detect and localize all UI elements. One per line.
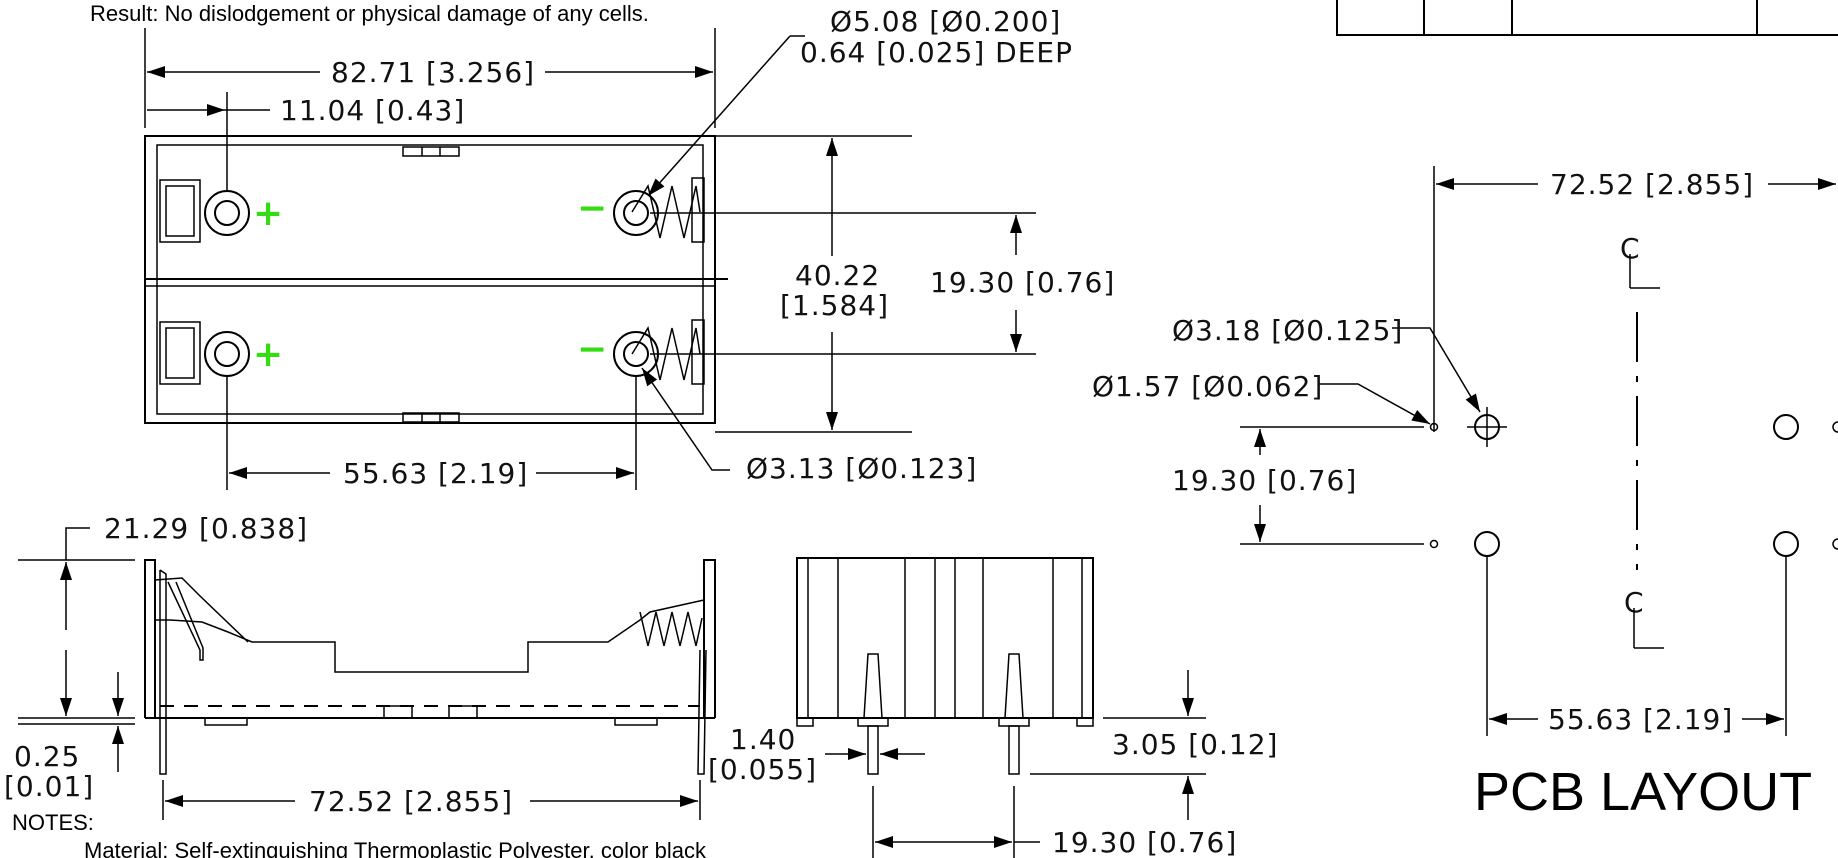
notes-material: Material: Self-extinguishing Thermoplast… [84, 838, 707, 858]
height-dimension [18, 527, 135, 719]
terminal-offset-dimension [147, 92, 270, 190]
base-thickness-mm-label: 0.25 [14, 740, 80, 773]
positive-mark-lower: + [253, 334, 283, 375]
negative-mark-upper: − [577, 188, 607, 229]
overall-length-dimension [144, 28, 716, 128]
pcb-layout-title: PCB LAYOUT [1474, 762, 1812, 822]
cell-pitch-dimension [650, 212, 1036, 355]
row-pitch-label: 19.30 [0.76] [1172, 464, 1357, 497]
pcb-layout-holes [1429, 407, 1838, 557]
hole-span-dimension [1433, 166, 1836, 432]
small-hole-label: Ø1.57 [Ø0.062] [1092, 370, 1323, 403]
svg-text:C: C [1620, 232, 1641, 265]
title-block-fragment [1336, 0, 1838, 36]
large-hole-label: Ø3.18 [Ø0.125] [1172, 314, 1403, 347]
pad-spacing-dimension [1486, 556, 1787, 736]
pin-width-mm-label: 1.40 [730, 723, 796, 756]
pcb-centreline: C C [1620, 232, 1664, 649]
pin-projection-label: 3.05 [0.12] [1112, 728, 1278, 761]
positive-mark-upper: + [253, 193, 283, 234]
large-hole-leader [1392, 327, 1481, 413]
top-view-springs [631, 184, 701, 381]
end-view-outline [796, 557, 1094, 775]
overall-width-in-label: [1.584] [780, 289, 889, 322]
pad-spacing-label: 55.63 [2.19] [1548, 703, 1733, 736]
base-thickness-dimension [18, 672, 135, 772]
pin-projection-dimension [1030, 670, 1206, 820]
terminal-offset-label: 11.04 [0.43] [280, 94, 465, 127]
pin-spacing-dimension [872, 786, 1040, 858]
svg-text:C: C [1624, 586, 1645, 619]
result-note: Result: No dislodgement or physical dama… [90, 1, 649, 26]
terminal-dia-leader [641, 367, 730, 471]
side-length-dimension [162, 780, 701, 820]
hole-depth-label: 0.64 [0.025] DEEP [800, 36, 1073, 69]
cell-pitch-label: 19.30 [0.76] [930, 266, 1115, 299]
row-pitch-dimension [1240, 426, 1424, 545]
overall-width-mm-label: 40.22 [795, 259, 880, 292]
hole-span-label: 72.52 [2.855] [1550, 168, 1754, 201]
hole-dia-leader [647, 35, 791, 197]
notes-heading: NOTES: [12, 810, 94, 835]
overall-width-dimension [715, 135, 912, 433]
height-label: 21.29 [0.838] [104, 512, 308, 545]
pin-width-in-label: [0.055] [708, 753, 817, 786]
terminal-dia-label: Ø3.13 [Ø0.123] [746, 452, 977, 485]
small-hole-leader [1318, 383, 1431, 425]
side-length-label: 72.52 [2.855] [309, 785, 513, 818]
top-view-outline [144, 135, 728, 424]
terminal-spacing-dimension [226, 376, 637, 490]
overall-length-label: 82.71 [3.256] [331, 56, 535, 89]
pin-spacing-label: 19.30 [0.76] [1052, 826, 1237, 858]
hole-dia-label: Ø5.08 [Ø0.200] [830, 5, 1061, 38]
negative-mark-lower: − [577, 329, 607, 370]
terminal-spacing-label: 55.63 [2.19] [343, 457, 528, 490]
side-view-outline [144, 559, 716, 775]
base-thickness-in-label: [0.01] [4, 770, 94, 803]
